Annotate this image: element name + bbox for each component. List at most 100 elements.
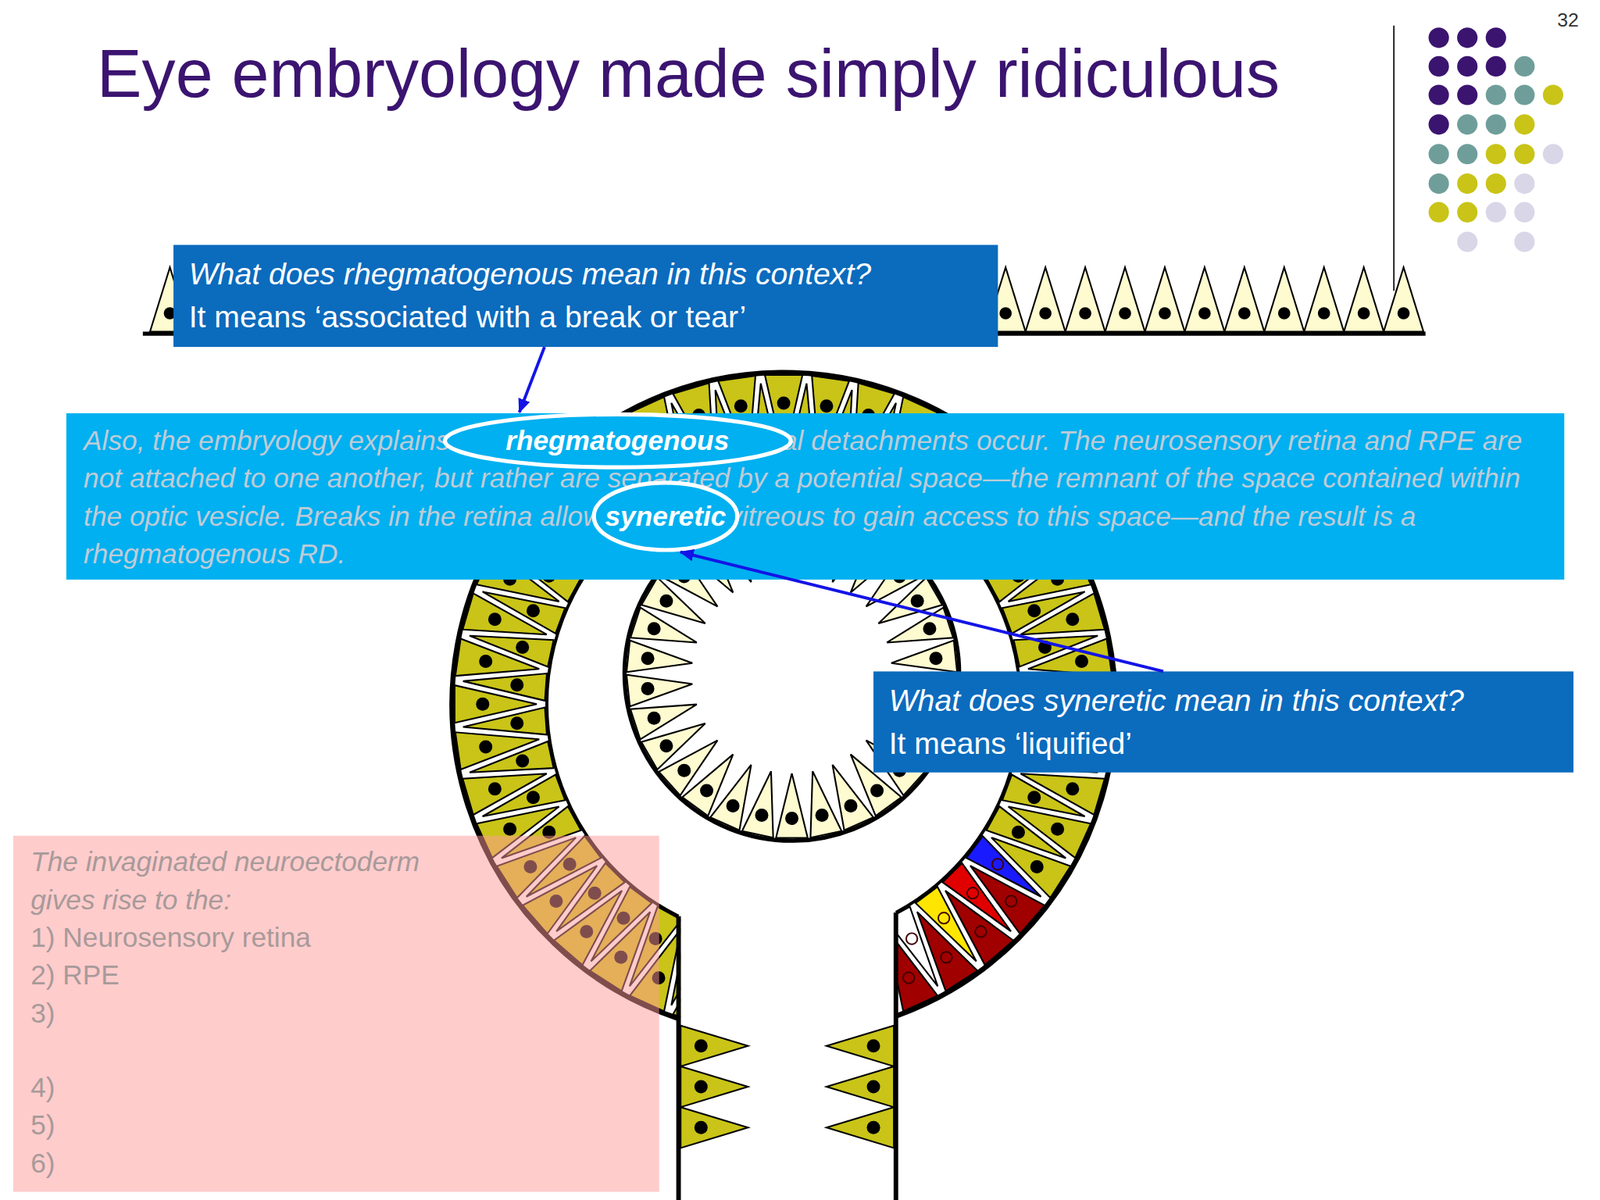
cell-nucleus	[922, 621, 936, 636]
highlighted-term: rhegmatogenous	[505, 424, 729, 458]
decorative-dot	[1457, 27, 1478, 48]
cell-nucleus	[755, 808, 769, 822]
list-item: 6)	[30, 1144, 642, 1183]
arrow-connector	[680, 552, 1164, 672]
stalk-cell	[826, 1066, 894, 1108]
ectoderm-cell	[1065, 267, 1106, 332]
cell-nucleus	[647, 711, 661, 725]
cell-nucleus	[515, 753, 529, 768]
decorative-dot	[1514, 202, 1535, 223]
ectoderm-cell	[1303, 267, 1344, 332]
answer-line: It means ‘liquified’	[889, 722, 1559, 766]
cell-nucleus	[1317, 307, 1331, 320]
cell-nucleus	[1278, 307, 1291, 320]
cell-nucleus	[1065, 612, 1079, 626]
list-item: 1) Neurosensory retina	[30, 919, 642, 958]
cell-nucleus	[777, 396, 791, 410]
decorative-dot	[1457, 202, 1478, 223]
cell-nucleus	[967, 887, 979, 899]
decorative-dot	[1457, 56, 1478, 77]
decorative-dot	[1485, 114, 1507, 135]
decorative-dot	[1514, 231, 1535, 252]
cell-nucleus	[700, 784, 714, 798]
cell-nucleus	[694, 1121, 708, 1135]
decorative-dot	[1514, 143, 1535, 165]
decorative-dot	[1485, 202, 1507, 223]
question-line: What does syneretic mean in this context…	[889, 679, 1559, 723]
cell-nucleus	[1075, 654, 1089, 668]
note-text: Also, the embryology explains why rhegma…	[83, 422, 1547, 574]
stalk-cell	[826, 1107, 894, 1148]
cell-nucleus	[867, 1039, 881, 1053]
cell-nucleus	[1027, 603, 1041, 618]
answer-line: It means ‘associated with a break or tea…	[189, 296, 983, 340]
cell-nucleus	[1065, 782, 1079, 796]
page-number: 32	[1557, 9, 1579, 33]
cell-nucleus	[475, 697, 490, 711]
cell-nucleus	[843, 799, 858, 813]
cell-nucleus	[819, 399, 833, 413]
cell-nucleus	[488, 612, 502, 626]
highlight-oval: syneretic	[592, 480, 740, 552]
question-line: What does rhegmatogenous mean in this co…	[189, 253, 983, 297]
cell-nucleus	[815, 808, 829, 822]
decorative-dot	[1514, 84, 1535, 105]
decorative-dot	[1428, 202, 1450, 223]
list-item: 2) RPE	[30, 957, 642, 995]
ectoderm-cell	[1105, 267, 1146, 332]
list-item: 3)	[30, 994, 642, 1033]
decorative-dot	[1457, 143, 1478, 165]
cell-nucleus	[1027, 790, 1041, 804]
cell-nucleus	[694, 1039, 708, 1053]
lens-cell	[626, 640, 693, 672]
cell-nucleus	[510, 678, 524, 692]
decorative-dot	[1428, 143, 1450, 165]
rpe-cell	[1020, 592, 1105, 635]
cell-nucleus	[975, 925, 986, 937]
cell-nucleus	[503, 822, 517, 836]
stalk-cell	[680, 1107, 748, 1148]
highlighted-term: syneretic	[605, 500, 727, 533]
stalk-cell	[826, 1025, 894, 1067]
cell-nucleus	[526, 790, 540, 804]
oval-shape	[444, 414, 791, 468]
ectoderm-cell	[1343, 267, 1384, 332]
decorative-dots	[1428, 27, 1564, 252]
rpe-cell	[462, 773, 547, 815]
cell-nucleus	[515, 640, 529, 654]
cell-nucleus	[906, 932, 918, 944]
cell-nucleus	[659, 594, 673, 608]
cell-nucleus	[478, 740, 493, 754]
cell-nucleus	[1118, 307, 1132, 320]
cell-nucleus	[870, 784, 884, 798]
cell-nucleus	[694, 1080, 708, 1094]
highlight-oval: rhegmatogenous	[442, 412, 793, 470]
retina-cell	[463, 673, 547, 701]
cell-nucleus	[1158, 307, 1172, 320]
retina-cell	[469, 635, 554, 668]
stalk-cell	[680, 1025, 748, 1067]
list-item: 5)	[30, 1107, 642, 1145]
ectoderm-cell	[1224, 267, 1265, 332]
decorative-dot	[1428, 27, 1450, 48]
decorative-dot	[1514, 56, 1535, 77]
cell-nucleus	[940, 951, 952, 963]
cell-nucleus	[910, 594, 925, 608]
decorative-dot	[1457, 114, 1478, 135]
decorative-dot	[1428, 114, 1450, 135]
cell-nucleus	[1238, 307, 1251, 320]
cell-nucleus	[726, 799, 740, 813]
arrow-connector	[519, 346, 545, 413]
ectoderm-cell	[1144, 267, 1185, 332]
decorative-dot	[1542, 143, 1564, 165]
lens-cell	[775, 773, 808, 839]
cell-nucleus	[647, 621, 661, 636]
decorative-dot	[1428, 56, 1450, 77]
cell-nucleus	[734, 399, 748, 413]
ectoderm-cell	[1184, 267, 1225, 332]
cell-nucleus	[1039, 307, 1052, 320]
